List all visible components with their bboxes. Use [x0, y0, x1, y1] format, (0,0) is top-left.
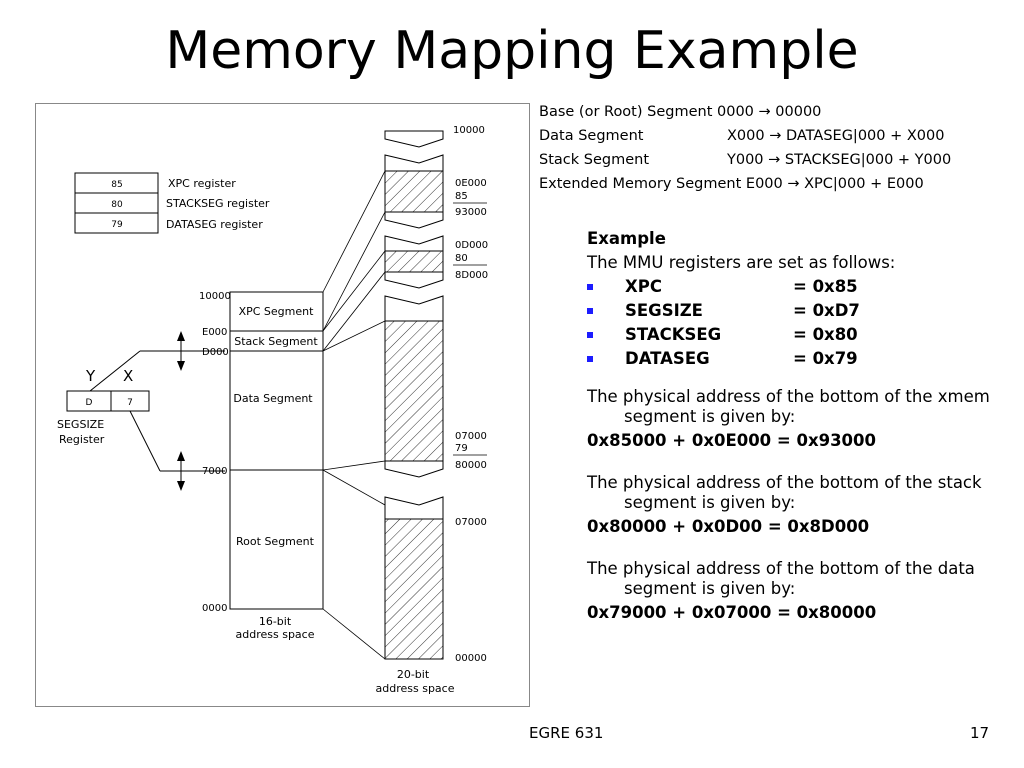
- phys-85: 85: [455, 191, 468, 202]
- mapping-lines: [322, 170, 386, 660]
- footer-course: EGRE 631: [529, 724, 604, 742]
- slide-title: Memory Mapping Example: [165, 21, 859, 81]
- segsize-register: Y X D 7 SEGSIZE Register: [57, 331, 225, 491]
- register-xpc: XPC= 0x85: [587, 277, 1007, 301]
- xmem-result: 0x85000 + 0x0E000 = 0x93000: [587, 431, 876, 450]
- mapping-row-root: Base (or Root) Segment 0000 → 00000: [539, 104, 822, 120]
- xpc-segment-label: XPC Segment: [239, 305, 315, 318]
- stack-paragraph: The physical address of the bottom of th…: [587, 473, 1007, 537]
- segsize-caption: SEGSIZE: [57, 418, 104, 431]
- segsize-y-label: Y: [85, 367, 96, 385]
- register-table: 85 80 79 XPC register STACKSEG register …: [74, 172, 270, 234]
- segsize-d: D: [86, 398, 93, 408]
- phys-8D000: 8D000: [455, 270, 488, 281]
- segment-mapping-list: Base (or Root) Segment 0000 → 00000 Data…: [539, 100, 1019, 196]
- example-intro: The MMU registers are set as follows:: [587, 253, 896, 272]
- example-heading: Example: [587, 229, 666, 248]
- register-dataseg: DATASEG= 0x79: [587, 349, 1007, 373]
- stackseg-register-label: STACKSEG register: [166, 197, 270, 210]
- xmem-paragraph: The physical address of the bottom of th…: [587, 387, 1007, 451]
- xpc-register-value: 85: [111, 180, 122, 190]
- root-segment-label: Root Segment: [236, 535, 315, 548]
- phys-93000: 93000: [455, 207, 487, 218]
- physical-caption-2: address space: [376, 682, 455, 695]
- segsize-x-label: X: [123, 367, 133, 385]
- data-result: 0x79000 + 0x07000 = 0x80000: [587, 603, 877, 622]
- phys-10000: 10000: [453, 125, 485, 136]
- stackseg-register-value: 80: [111, 200, 123, 210]
- logical-E000: E000: [202, 327, 227, 338]
- footer-page-number: 17: [970, 724, 990, 742]
- phys-07000-root: 07000: [455, 517, 487, 528]
- phys-00000: 00000: [455, 653, 487, 664]
- phys-80000: 80000: [455, 460, 487, 471]
- logical-10000: 10000: [199, 291, 231, 302]
- register-segsize: SEGSIZE= 0xD7: [587, 301, 1007, 325]
- phys-0D000: 0D000: [455, 240, 488, 251]
- segsize-caption-2: Register: [59, 433, 105, 446]
- example-section: Example The MMU registers are set as fol…: [587, 229, 1007, 623]
- logical-7000: 7000: [202, 466, 227, 477]
- stack-segment-label: Stack Segment: [234, 335, 318, 348]
- phys-80: 80: [455, 253, 468, 264]
- phys-79: 79: [455, 443, 468, 454]
- logical-address-space: 10000 E000 D000 7000 0000 XPC Segment St…: [199, 291, 324, 641]
- stack-result: 0x80000 + 0x0D00 = 0x8D000: [587, 517, 870, 536]
- logical-0000: 0000: [202, 603, 227, 614]
- dataseg-register-value: 79: [111, 220, 123, 230]
- phys-07000: 07000: [455, 431, 487, 442]
- physical-caption-1: 20-bit: [397, 668, 430, 681]
- phys-0E000: 0E000: [455, 178, 487, 189]
- dataseg-register-label: DATASEG register: [166, 218, 263, 231]
- logical-D000: D000: [202, 347, 229, 358]
- data-segment-label: Data Segment: [233, 392, 313, 405]
- memory-map-diagram: 85 80 79 XPC register STACKSEG register …: [35, 103, 530, 707]
- data-paragraph: The physical address of the bottom of th…: [587, 559, 1007, 623]
- logical-caption-2: address space: [236, 628, 315, 641]
- mapping-row-xmem: Extended Memory Segment E000 → XPC|000 +…: [539, 176, 924, 192]
- segsize-7: 7: [127, 398, 133, 408]
- register-stackseg: STACKSEG= 0x80: [587, 325, 1007, 349]
- logical-caption-1: 16-bit: [259, 615, 292, 628]
- xpc-register-label: XPC register: [168, 177, 236, 190]
- physical-address-space: 10000 0E000 85 93000 0D000 80 8D000 0700…: [376, 125, 489, 695]
